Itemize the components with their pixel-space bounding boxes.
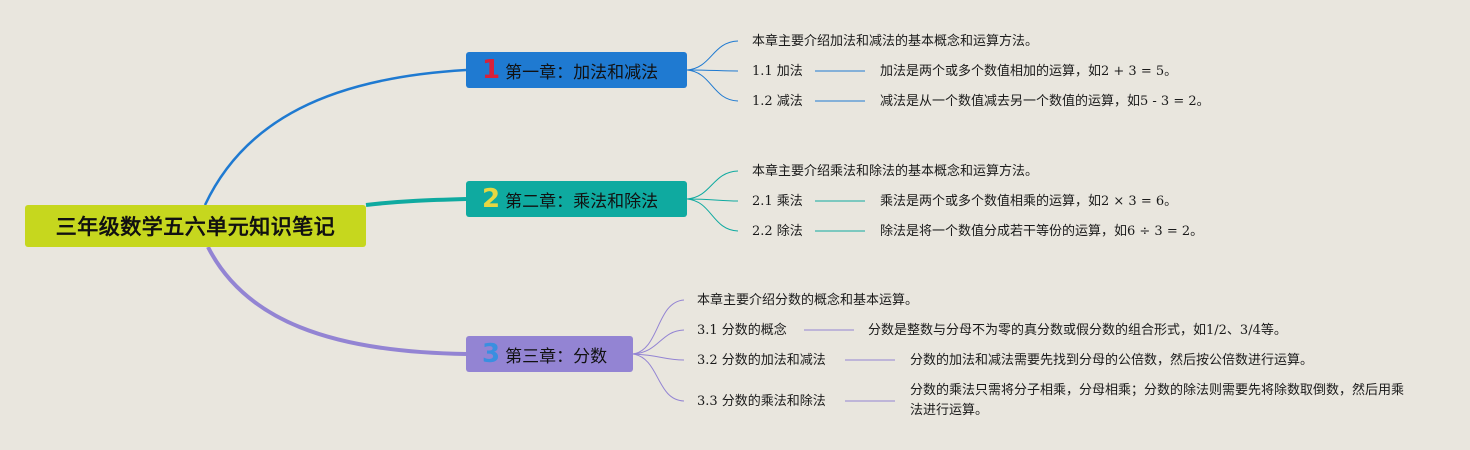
chapter-2-connectors — [686, 170, 865, 232]
section-2-1-label[interactable]: 2.1 乘法 — [752, 194, 803, 209]
section-3-3-detail[interactable]: 分数的乘法只需将分子相乘，分母相乘；分数的除法则需要先将除数取倒数，然后用乘法进… — [910, 383, 1405, 418]
section-2-2-label[interactable]: 2.2 除法 — [752, 224, 803, 239]
chapter-3-intro[interactable]: 本章主要介绍分数的概念和基本运算。 — [697, 293, 919, 308]
section-3-1-detail[interactable]: 分数是整数与分母不为零的真分数或假分数的组合形式，如1/2、3/4等。 — [868, 323, 1287, 338]
section-2-2-detail[interactable]: 除法是将一个数值分成若干等份的运算，如6 ÷ 3 = 2。 — [880, 224, 1204, 239]
section-1-1-label[interactable]: 1.1 加法 — [752, 64, 803, 79]
chapter-1-connectors — [686, 40, 865, 102]
chapter-1-title: 第一章：加法和减法 — [505, 62, 659, 83]
branch-line-chapter-2 — [365, 197, 467, 207]
section-3-2-detail[interactable]: 分数的加法和减法需要先找到分母的公倍数，然后按公倍数进行运算。 — [910, 353, 1314, 368]
chapter-3-connectors — [632, 299, 895, 402]
chapter-2-number: 2 — [482, 184, 501, 214]
chapter-1-number: 1 — [482, 55, 501, 85]
section-3-3-label[interactable]: 3.3 分数的乘法和除法 — [697, 394, 826, 409]
chapter-2-intro[interactable]: 本章主要介绍乘法和除法的基本概念和运算方法。 — [752, 164, 1039, 179]
section-1-2-detail[interactable]: 减法是从一个数值减去另一个数值的运算，如5 - 3 = 2。 — [880, 94, 1210, 109]
section-1-2-label[interactable]: 1.2 减法 — [752, 94, 803, 109]
branch-line-chapter-3 — [206, 246, 467, 356]
root-topic[interactable]: 三年级数学五六单元知识笔记 — [25, 205, 366, 247]
section-3-2-label[interactable]: 3.2 分数的加法和减法 — [697, 353, 826, 368]
chapter-3-title: 第三章：分数 — [505, 346, 608, 367]
section-3-1-label[interactable]: 3.1 分数的概念 — [697, 323, 787, 338]
chapter-2-topic[interactable]: 2 第二章：乘法和除法 — [466, 181, 687, 217]
chapter-1-intro[interactable]: 本章主要介绍加法和减法的基本概念和运算方法。 — [752, 34, 1039, 49]
branch-line-chapter-1 — [203, 68, 467, 206]
chapter-3-topic[interactable]: 3 第三章：分数 — [466, 336, 633, 372]
section-2-1-detail[interactable]: 乘法是两个或多个数值相乘的运算，如2 × 3 = 6。 — [880, 194, 1178, 209]
root-title: 三年级数学五六单元知识笔记 — [55, 215, 336, 239]
chapter-3-number: 3 — [482, 339, 501, 369]
section-1-1-detail[interactable]: 加法是两个或多个数值相加的运算，如2 + 3 = 5。 — [880, 64, 1178, 79]
chapter-2-title: 第二章：乘法和除法 — [505, 191, 659, 212]
chapter-1-topic[interactable]: 1 第一章：加法和减法 — [466, 52, 687, 88]
